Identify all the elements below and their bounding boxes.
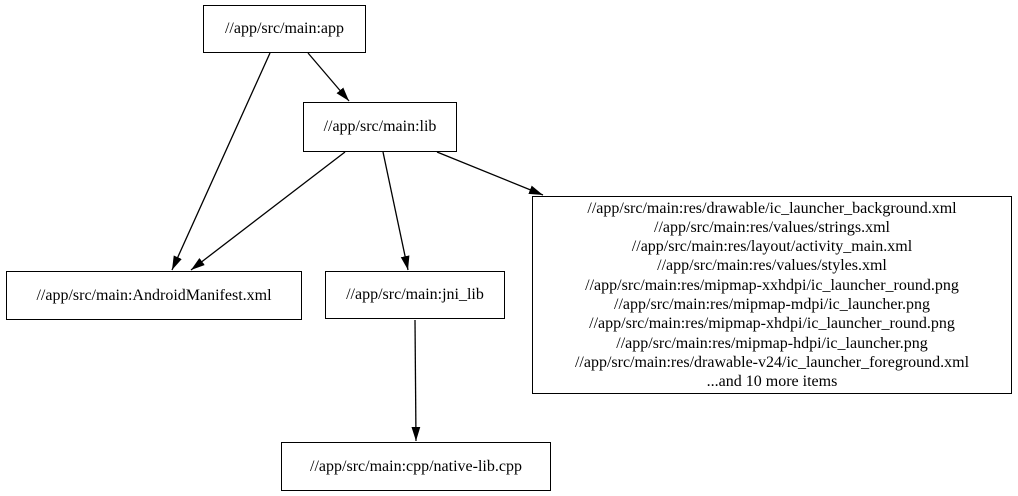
graph-node-app: //app/src/main:app xyxy=(203,5,366,53)
node-line: //app/src/main:res/mipmap-xxhdpi/ic_laun… xyxy=(585,276,959,294)
node-label: //app/src/main:jni_lib xyxy=(346,286,484,303)
graph-node-jni_lib: //app/src/main:jni_lib xyxy=(325,271,505,319)
edges-group xyxy=(171,52,544,442)
node-line: //app/src/main:res/layout/activity_main.… xyxy=(631,238,913,256)
node-label: //app/src/main:AndroidManifest.xml xyxy=(36,286,272,304)
edge-lib-to-manifest xyxy=(190,151,346,271)
node-line: //app/src/main:res/values/styles.xml xyxy=(657,257,887,275)
node-line: //app/src/main:res/drawable-v24/ic_launc… xyxy=(574,353,970,371)
graph-node-cpp: //app/src/main:cpp/native-lib.cpp xyxy=(281,442,551,491)
node-line: //app/src/main:res/mipmap-mdpi/ic_launch… xyxy=(614,296,930,313)
graph-node-lib: //app/src/main:lib xyxy=(303,102,457,152)
edge-app-to-manifest xyxy=(171,52,271,271)
edge-app-to-lib xyxy=(307,52,350,102)
edge-jni_lib-to-cpp xyxy=(411,319,421,442)
node-line: //app/src/main:res/values/strings.xml xyxy=(654,218,890,236)
node-label: //app/src/main:app xyxy=(224,20,345,37)
graph-node-manifest: //app/src/main:AndroidManifest.xml xyxy=(6,271,302,320)
node-label: //app/src/main:lib xyxy=(323,118,437,135)
edge-lib-to-res xyxy=(436,151,544,196)
node-label: //app/src/main:cpp/native-lib.cpp xyxy=(310,457,522,475)
node-line: //app/src/main:res/mipmap-xhdpi/ic_launc… xyxy=(589,315,955,333)
graph-node-res: //app/src/main:res/drawable/ic_launcher_… xyxy=(532,196,1012,394)
node-line: ...and 10 more items xyxy=(706,373,838,391)
node-line: //app/src/main:res/mipmap-hdpi/ic_launch… xyxy=(616,334,928,352)
edge-lib-to-jni_lib xyxy=(382,151,410,271)
node-line: //app/src/main:res/drawable/ic_launcher_… xyxy=(587,199,957,217)
